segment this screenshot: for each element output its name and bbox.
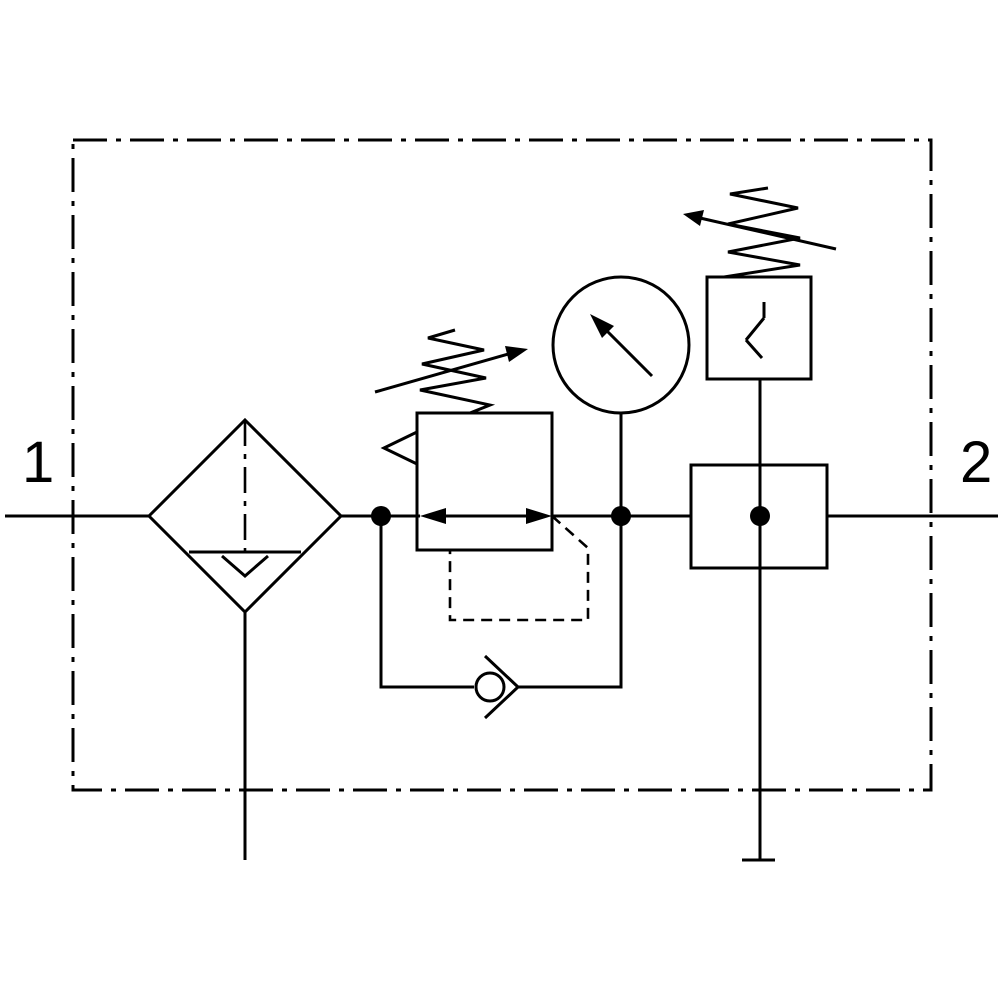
unit-boundary: [71, 138, 933, 792]
bypass-line: [379, 516, 623, 689]
pressure-gauge-icon: [551, 275, 691, 516]
port-label-outlet: 2: [960, 430, 992, 495]
port-label-inlet: 1: [22, 430, 54, 495]
check-valve-icon: [474, 654, 521, 720]
adjustable-pressure-regulator-icon: [374, 328, 590, 622]
adjustable-pressure-switch-icon: [683, 186, 837, 862]
filter-with-water-separator-icon: [146, 417, 344, 860]
